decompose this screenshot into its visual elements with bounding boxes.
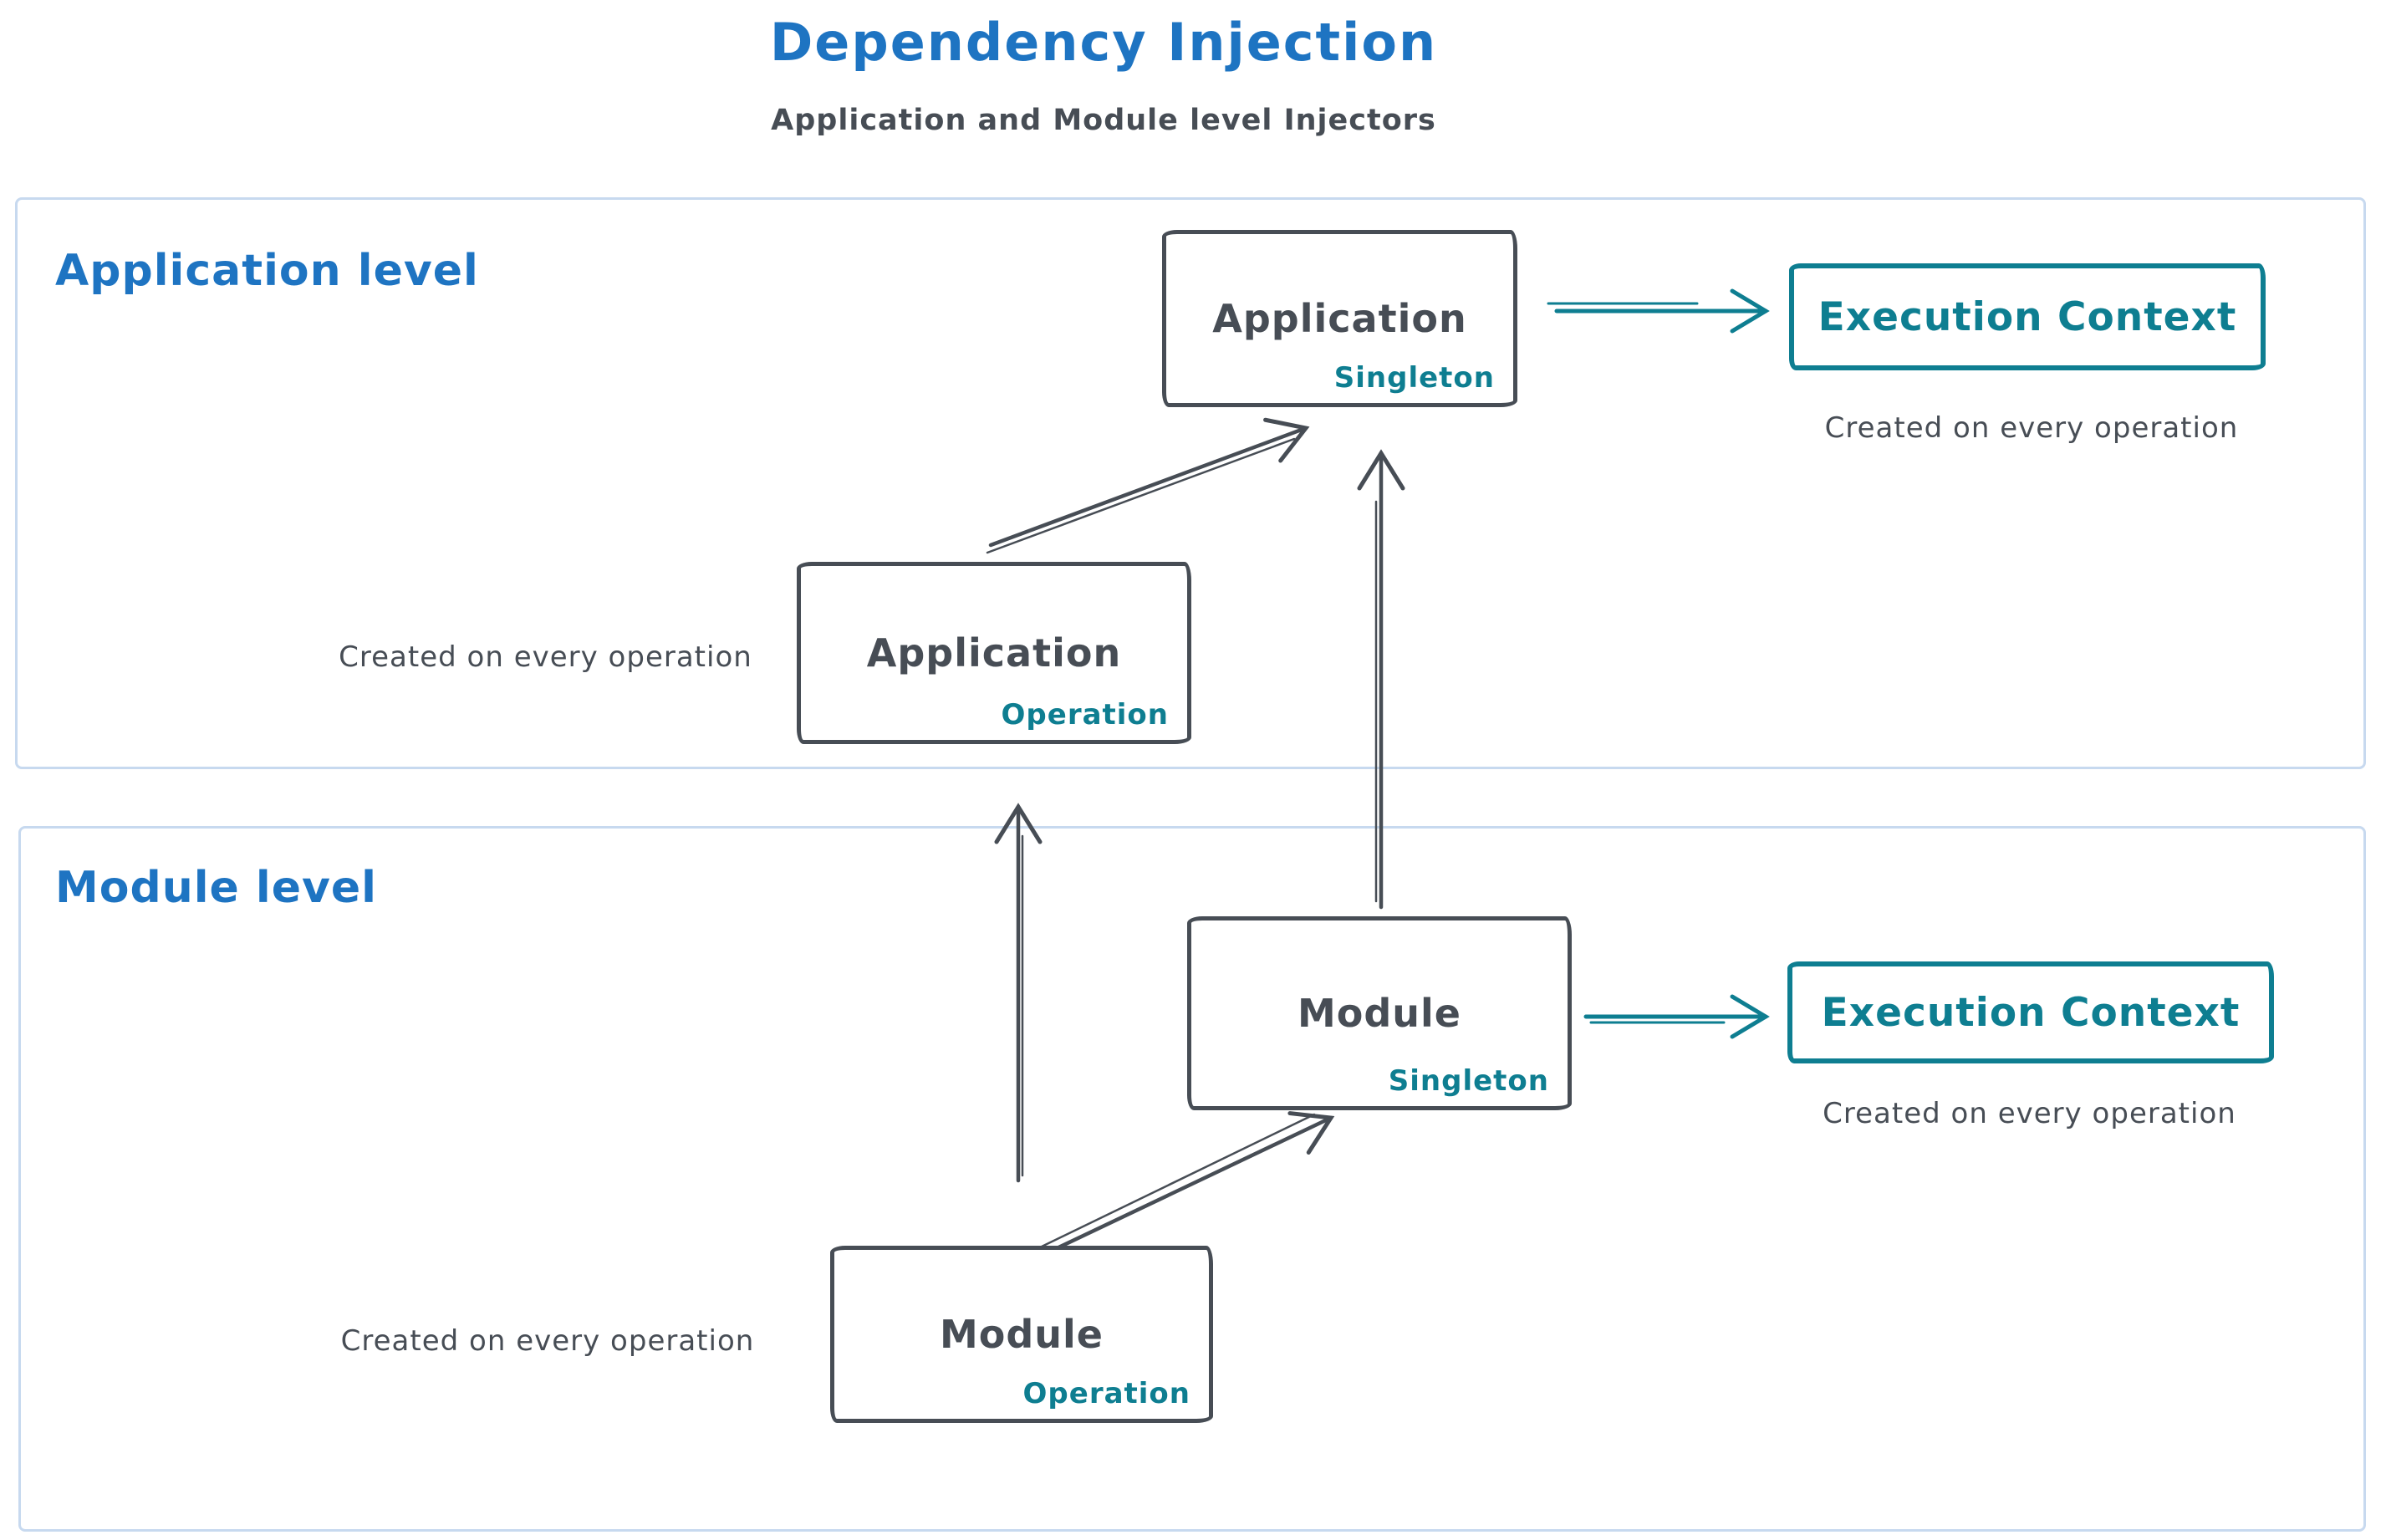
app-operation-caption: Created on every operation — [339, 640, 752, 674]
module-operation-caption: Created on every operation — [340, 1324, 755, 1358]
app-singleton-box: Application Singleton — [1162, 230, 1517, 407]
app-operation-box: Application Operation — [797, 562, 1191, 744]
application-level-label: Application level — [55, 246, 479, 296]
app-singleton-title: Application — [1212, 296, 1467, 341]
module-singleton-title: Module — [1297, 991, 1462, 1036]
page-subtitle: Application and Module level Injectors — [771, 104, 1436, 137]
app-execution-context-box: Execution Context — [1789, 263, 2266, 370]
module-operation-box: Module Operation — [830, 1246, 1213, 1423]
module-operation-badge: Operation — [1022, 1377, 1190, 1410]
module-level-section — [18, 826, 2366, 1532]
app-operation-badge: Operation — [1001, 698, 1169, 732]
module-operation-title: Module — [939, 1312, 1104, 1357]
app-execution-context-caption: Created on every operation — [1824, 411, 2239, 445]
module-execution-context-title: Execution Context — [1821, 989, 2241, 1036]
module-level-label: Module level — [55, 863, 377, 913]
app-singleton-badge: Singleton — [1333, 361, 1495, 395]
module-execution-context-caption: Created on every operation — [1823, 1097, 2236, 1130]
module-execution-context-box: Execution Context — [1787, 961, 2274, 1063]
module-singleton-badge: Singleton — [1388, 1064, 1549, 1098]
app-execution-context-title: Execution Context — [1818, 293, 2237, 340]
page-title: Dependency Injection — [769, 12, 1438, 73]
module-singleton-box: Module Singleton — [1187, 916, 1572, 1110]
app-operation-title: Application — [866, 630, 1122, 676]
application-level-section — [15, 197, 2366, 769]
